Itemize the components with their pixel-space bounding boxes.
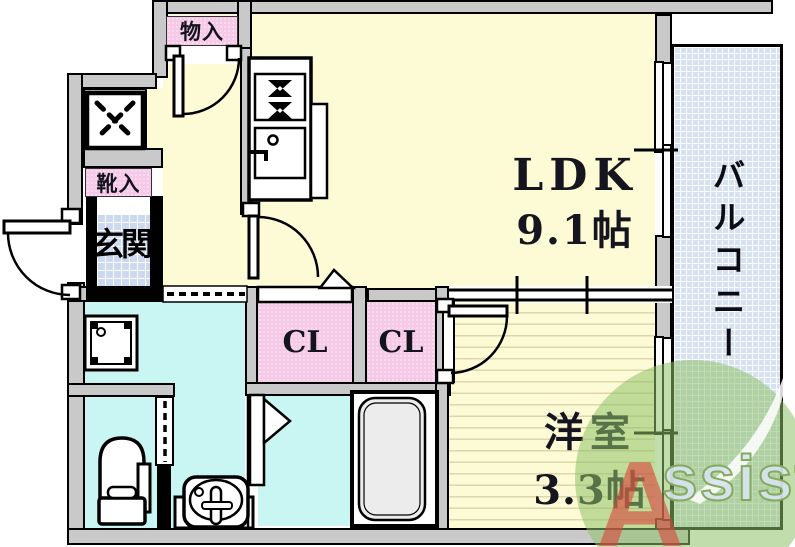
shoe-storage-label-box: 靴入 [85,168,152,197]
shoe-cabinet-front [97,196,150,214]
wall-bath-right [435,382,449,530]
wall-cl-divider [352,286,367,396]
wall-bottom [67,528,690,545]
bathtub-icon [357,396,427,522]
closet1-door-band [256,285,354,304]
kitchen-nook-floor [143,88,165,150]
bathroom-floor [258,395,354,526]
entrance-bottom-bar [86,288,163,300]
wall-window-col-top [655,14,672,64]
wall-window-col-bot [655,518,672,530]
wall-cl1-left [245,286,258,396]
sliding-track-band [449,286,672,303]
entrance-door-arc [6,232,71,297]
wall-kitchen-column [240,47,252,215]
closet1-box: CL [258,302,352,382]
entrance-label: 玄関 [92,225,153,263]
wall-left-lower [67,282,85,530]
bathtub-zone [350,390,439,528]
ldk-name: LDK [512,150,638,201]
wall-cl2-top [367,288,437,302]
storage-label: 物入 [180,19,224,44]
ldk-size: 9.1帖 [516,207,634,254]
western-room-title: 洋室 [544,409,636,456]
entrance-door-leaf [2,219,72,235]
entrance-right-bar [150,196,163,292]
wall-cl2-right [435,286,449,396]
ldk-title: LDK [470,148,680,203]
wall-above-shoe [83,148,163,168]
wall-wc-divider [67,383,175,397]
wc-partition-bar [157,464,171,530]
wall-cl-bottom [245,382,451,396]
entrance-left-bar [86,196,97,292]
closet2-box: CL [367,302,435,382]
wall-left-upper [67,73,83,225]
entrance-tile-floor [97,214,150,290]
closet1-label: CL [282,324,328,360]
western-room-size: 3.3帖 [533,467,647,514]
storage-front-floor [166,44,240,64]
shoe-storage-label: 靴入 [96,170,141,196]
bathtub-inner-line [363,402,421,516]
closet2-label: CL [378,324,424,360]
storage-label-box: 物入 [166,16,238,46]
ldk-window-rail1 [654,61,664,153]
balcony-label: バルコニー [707,158,746,368]
